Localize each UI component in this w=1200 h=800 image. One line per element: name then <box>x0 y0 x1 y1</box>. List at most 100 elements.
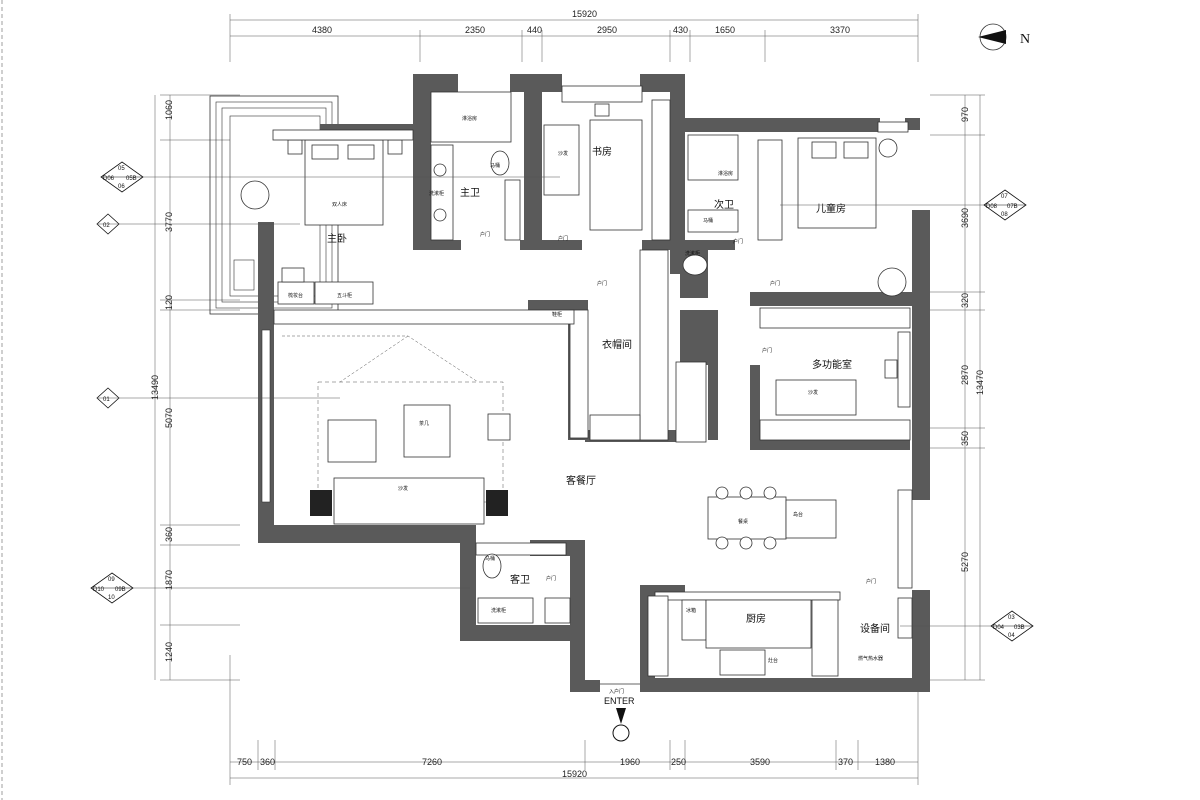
door-label-wardrobe: 户门 <box>597 280 607 287</box>
washer <box>544 597 571 624</box>
shower-label: 淋浴房 <box>462 115 477 122</box>
kids-chair <box>877 267 907 297</box>
dim-bottom-7: 370 <box>838 757 853 767</box>
side-table-right <box>486 490 508 516</box>
room-kitchen: 厨房 <box>746 612 766 625</box>
elevation-tag-09: 09 D10 09B 10 <box>90 572 470 604</box>
long-sofa-label: 沙发 <box>398 485 408 492</box>
dim-top-7: 3370 <box>830 25 850 35</box>
guest-basin-label: 洗漱柜 <box>491 607 506 614</box>
room-master-bath: 主卫 <box>460 187 480 199</box>
bottom-dimension-lines <box>229 655 919 785</box>
dim-left-4: 13490 <box>150 375 160 400</box>
second-bath: 淋浴房 马桶 洗漱柜 户门 <box>682 134 743 276</box>
dim-bottom-3: 7260 <box>422 757 442 767</box>
dim-right-3: 320 <box>960 293 970 308</box>
tag-09-id: 09 <box>108 577 115 583</box>
study-desk <box>561 85 643 103</box>
door-label-guest: 户门 <box>546 575 556 582</box>
elevation-tag-03: 03 D04 03B 04 <box>900 610 1034 642</box>
kitchen-counter <box>705 599 812 649</box>
north-label: N <box>1020 32 1030 47</box>
kitchen-tall-cabinet <box>647 595 669 677</box>
dim-left-6: 360 <box>164 527 174 542</box>
fridge <box>681 599 707 641</box>
wardrobe-room: 户门 <box>569 249 669 441</box>
dim-right-2: 3690 <box>960 208 970 228</box>
guest-toilet-label: 马桶 <box>485 555 495 562</box>
kids-wardrobe <box>757 139 783 241</box>
tag-05-mid: 06 <box>118 184 125 190</box>
enter-label: ENTER <box>604 696 635 706</box>
dim-top-5: 430 <box>673 25 688 35</box>
five-drawer-label: 五斗柜 <box>337 292 352 299</box>
gas-heater-label: 燃气热水器 <box>858 655 883 662</box>
left-dimension-lines <box>154 94 240 681</box>
dim-right-5: 13470 <box>975 370 985 395</box>
toilet-label: 马桶 <box>490 162 500 169</box>
dim-bottom-8: 1380 <box>875 757 895 767</box>
guest-bath: 马桶 洗漱柜 户门 <box>475 542 571 624</box>
study-sofa-label: 沙发 <box>558 150 568 157</box>
dim-left-8: 1240 <box>164 642 174 662</box>
dim-bottom-4: 1960 <box>620 757 640 767</box>
side-table-left <box>310 490 332 516</box>
tag-07-right: 07B <box>1007 204 1018 210</box>
dim-right-1: 970 <box>960 107 970 122</box>
dim-bottom-total: 15920 <box>562 769 587 779</box>
gas-heater <box>897 597 913 639</box>
entry-door-label: 入户门 <box>609 688 624 695</box>
shoe-cabinet-label: 鞋柜 <box>552 311 562 318</box>
elevation-tag-07: 07 D08 07B 08 <box>780 189 1027 221</box>
tag-05-left: D06 <box>103 176 115 182</box>
equipment-room: 燃气热水器 户门 <box>858 578 913 662</box>
room-multi: 多功能室 <box>812 358 852 371</box>
dim-left-3: 120 <box>164 295 174 310</box>
dim-top-2: 2350 <box>465 25 485 35</box>
multi-room: 沙发 户门 <box>675 307 911 443</box>
kids-room: 户门 <box>757 121 909 297</box>
dim-left-2: 3770 <box>164 212 174 232</box>
dim-bottom-1: 750 <box>237 757 252 767</box>
room-living-dining: 客餐厅 <box>566 474 596 487</box>
elevation-tag-05: 05 D06 05B 06 <box>100 161 560 193</box>
door-label-kids: 户门 <box>770 280 780 287</box>
tag-07-id: 07 <box>1001 194 1008 200</box>
second-toilet-label: 马桶 <box>703 217 713 224</box>
elevation-tag-02: 02 <box>96 213 300 235</box>
dim-top-1: 4380 <box>312 25 332 35</box>
tag-09-left: D10 <box>93 587 105 593</box>
walls <box>258 74 930 692</box>
lounge-chair <box>240 180 270 210</box>
second-shower-label: 淋浴房 <box>718 170 733 177</box>
multi-sofa <box>775 379 857 416</box>
north-compass: N <box>978 23 1030 51</box>
multi-sofa-label: 沙发 <box>808 389 818 396</box>
room-second-bath: 次卫 <box>714 198 734 211</box>
living-cabinet <box>273 309 575 325</box>
tea-table-label: 茶几 <box>419 420 429 427</box>
dim-left-1: 1060 <box>164 100 174 120</box>
island <box>785 499 837 539</box>
entry-arrow-icon <box>616 708 626 724</box>
dim-bottom-6: 3590 <box>750 757 770 767</box>
dim-top-6: 1650 <box>715 25 735 35</box>
tea-table <box>403 404 451 458</box>
dim-right-4: 2870 <box>960 365 970 385</box>
door-label-multi: 户门 <box>762 347 772 354</box>
room-kids: 儿童房 <box>816 202 846 215</box>
master-bath: 淋浴房 洗漱柜 马桶 户门 <box>429 91 521 241</box>
study-cabinet <box>651 99 671 241</box>
tag-09-mid: 10 <box>108 595 115 601</box>
double-bed-label: 双人床 <box>332 201 347 208</box>
tag-05-id: 05 <box>118 166 125 172</box>
multi-cabinet <box>759 307 911 329</box>
top-dimension-lines <box>229 14 919 62</box>
dim-right-6: 350 <box>960 431 970 446</box>
fridge-label: 冰箱 <box>686 607 696 614</box>
island-label: 岛台 <box>793 511 803 518</box>
living-dining: 茶几 沙发 餐桌 岛台 鞋柜 <box>261 309 913 589</box>
door-label-equipment: 户门 <box>866 578 876 585</box>
person-icon <box>612 724 630 742</box>
dining-table <box>707 496 787 540</box>
